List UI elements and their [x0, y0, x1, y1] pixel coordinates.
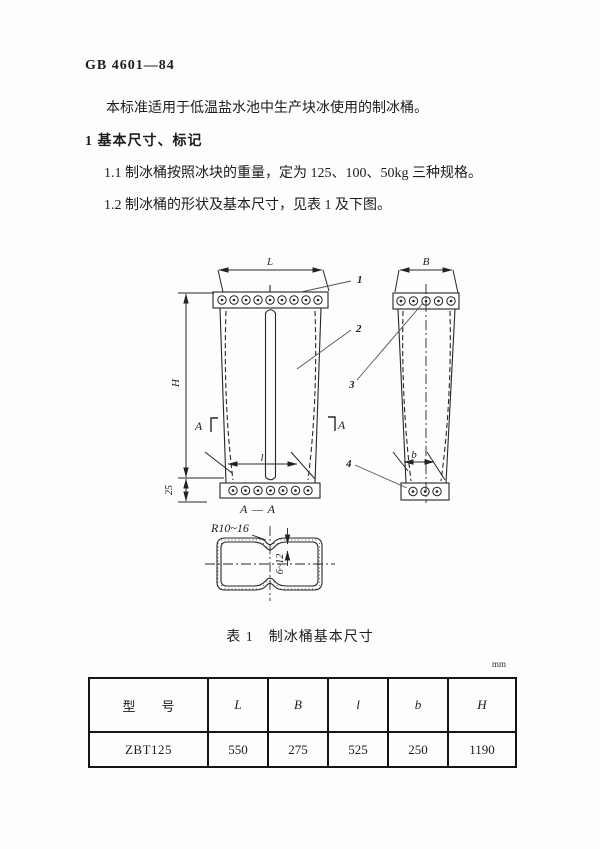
- col-header-b: b: [387, 677, 449, 733]
- part-label-2: 2: [355, 323, 362, 335]
- front-bottom-flange: [219, 482, 321, 499]
- section-mark-left-label: A: [194, 419, 203, 433]
- dimension-l: [204, 451, 316, 480]
- dim-label-b: b: [411, 449, 417, 461]
- clause-1-2: 1.2 制冰桶的形状及基本尺寸，见表 1 及下图。: [104, 198, 391, 213]
- radius-leader: [251, 534, 267, 541]
- section-title: A — A: [239, 502, 276, 516]
- intro-paragraph: 本标准适用于低温盐水池中生产块冰使用的制冰桶。: [106, 101, 428, 116]
- dim-label-radius: R10~16: [210, 521, 249, 535]
- table-data-row: ZBT125 550 275 525 250 1190: [88, 731, 517, 768]
- front-inner-left-dashed: [224, 310, 234, 481]
- dim-label-B: B: [423, 256, 430, 268]
- front-top-flange-holes: [217, 295, 323, 305]
- col-header-H: H: [447, 677, 517, 733]
- dimension-L: [217, 267, 330, 293]
- table-header-row: 型 号 L B l b H: [88, 677, 517, 733]
- cell-B: 275: [267, 731, 329, 768]
- dim-label-l: l: [260, 452, 263, 464]
- dim-label-L: L: [266, 256, 273, 268]
- cell-l: 525: [327, 731, 389, 768]
- part-label-3: 3: [348, 379, 355, 391]
- doc-number: GB 4601—84: [85, 58, 175, 73]
- front-body-left: [219, 307, 227, 484]
- clause-1-1: 1.1 制冰桶按照冰块的重量，定为 125、100、50kg 三种规格。: [104, 166, 482, 181]
- col-header-model: 型 号: [88, 677, 209, 733]
- side-bottom-flange: [400, 482, 450, 501]
- side-body-left: [397, 308, 407, 484]
- front-body-right: [314, 307, 322, 484]
- dimension-B: [394, 267, 459, 294]
- col-header-l: l: [327, 677, 389, 733]
- col-header-B: B: [267, 677, 329, 733]
- front-inner-right-dashed: [307, 310, 317, 481]
- side-inner-right-dashed: [440, 310, 451, 482]
- cell-L: 550: [207, 731, 269, 768]
- section-heading: 1 基本尺寸、标记: [85, 134, 203, 149]
- center-stiffener: [264, 309, 277, 481]
- table-unit: mm: [492, 659, 507, 669]
- side-top-flange: [392, 292, 460, 310]
- dim-label-H: H: [170, 378, 182, 388]
- col-header-L: L: [207, 677, 269, 733]
- front-view: [212, 285, 329, 499]
- side-view: [392, 284, 460, 503]
- dimensions-table: 型 号 L B l b H ZBT125 550 275 525 250 119…: [88, 677, 517, 768]
- cell-model: ZBT125: [88, 731, 209, 768]
- side-bottom-flange-holes: [408, 486, 442, 497]
- part-label-1: 1: [357, 274, 363, 286]
- section-cut-marks: [210, 416, 336, 432]
- part-leaders: [296, 280, 424, 489]
- technical-drawing: L H 25 A A l A — A: [150, 248, 480, 614]
- side-body-right: [445, 308, 456, 484]
- dimension-b: [392, 451, 446, 481]
- side-inner-left-dashed: [402, 310, 412, 482]
- table-title: 表 1 制冰桶基本尺寸: [226, 630, 374, 645]
- dim-label-thickness: 6~12: [275, 554, 286, 574]
- dim-label-25: 25: [164, 485, 175, 495]
- cell-b: 250: [387, 731, 449, 768]
- section-mark-right-label: A: [337, 418, 346, 432]
- front-bottom-flange-holes: [228, 485, 313, 496]
- section-view: [205, 526, 335, 601]
- part-label-4: 4: [345, 458, 352, 470]
- dimension-H-25: [178, 292, 224, 503]
- bucket-drawing-svg: L H 25 A A l A — A: [164, 256, 460, 601]
- cell-H: 1190: [447, 731, 517, 768]
